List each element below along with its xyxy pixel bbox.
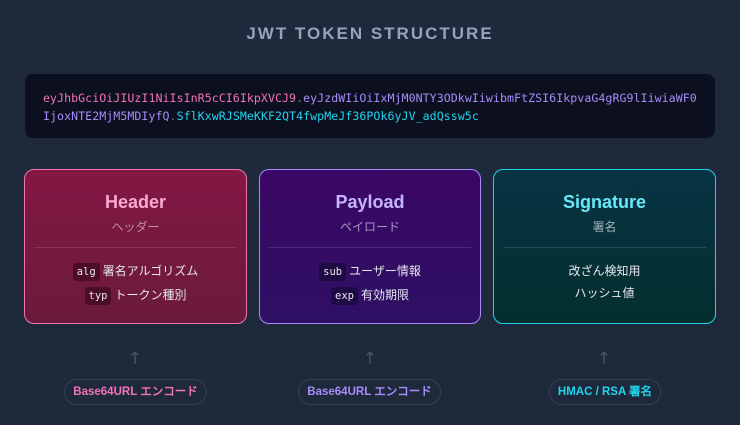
claim-label: 署名アルゴリズム (102, 264, 199, 278)
claim-badge: typ (84, 287, 112, 305)
claim-label: 有効期限 (360, 288, 409, 302)
signature-card: Signature 署名 改ざん検知用 ハッシュ値 (493, 169, 716, 324)
card-item: ハッシュ値 (574, 286, 635, 300)
token-separator: . (169, 109, 177, 123)
header-encoding-pill: Base64URL エンコード (64, 379, 207, 405)
signature-method-pill: HMAC / RSA 署名 (549, 379, 661, 405)
card-title: Header (104, 192, 167, 212)
card-title: Signature (562, 192, 646, 212)
arrow-up-icon: ↑ (596, 349, 612, 369)
token-signature-segment: SflKxwRJSMeKKF2QT4fwpMeJf36POk6yJV_adQss… (176, 109, 479, 123)
claim-label: ユーザー情報 (349, 264, 421, 278)
card-subtitle: ヘッダー (111, 220, 160, 234)
card-subtitle: ペイロード (339, 220, 400, 234)
arrow-up-icon: ↑ (362, 349, 378, 369)
card-divider (269, 247, 471, 248)
claim-badge: exp (331, 287, 358, 305)
claim-label: トークン種別 (114, 288, 187, 302)
payload-encoding-pill: Base64URL エンコード (298, 379, 441, 405)
card-divider (503, 247, 706, 248)
token-payload-segment: eyJzdWIiOiIxMjM0NTY3ODkwIiwibmFtZSI6Ikpv… (43, 91, 697, 123)
card-divider (34, 247, 237, 248)
diagram-title: JWT TOKEN STRUCTURE (246, 24, 494, 43)
card-items: 改ざん検知用 ハッシュ値 (494, 263, 715, 301)
card-item: 改ざん検知用 (568, 264, 641, 278)
token-header-segment: eyJhbGciOiJIUzI1NiIsInR5cCI6IkpXVCJ9 (43, 91, 297, 105)
token-separator: . (296, 91, 304, 105)
claim-badge: alg (72, 263, 100, 281)
token-display: eyJhbGciOiJIUzI1NiIsInR5cCI6IkpXVCJ9.eyJ… (25, 74, 715, 138)
card-title: Payload (335, 192, 405, 212)
arrow-up-icon: ↑ (127, 349, 143, 369)
claim-badge: sub (319, 263, 347, 281)
card-subtitle: 署名 (592, 220, 617, 234)
